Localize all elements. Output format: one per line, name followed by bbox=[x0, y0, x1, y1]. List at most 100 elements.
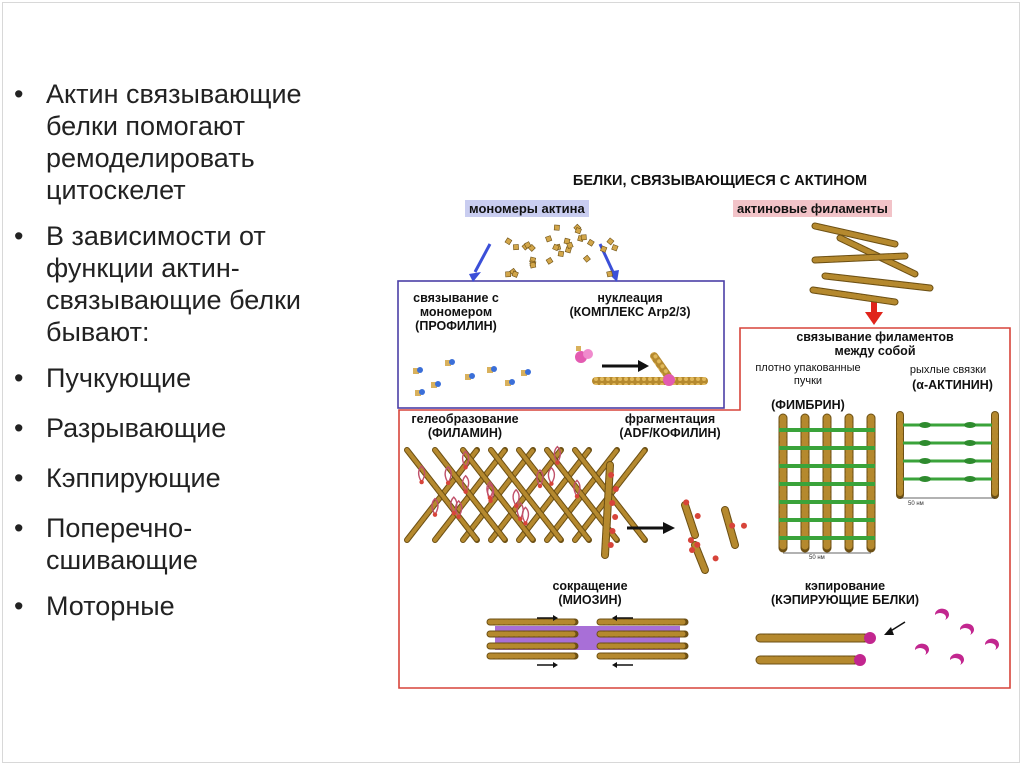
fragmentation-label: фрагментация (ADF/КОФИЛИН) bbox=[619, 412, 721, 440]
bullet-item: • Разрывающие bbox=[14, 412, 384, 444]
tight-bundles-label: плотно упакованные пучки bbox=[755, 362, 861, 387]
cofilin-molecule bbox=[694, 541, 701, 548]
filament-panel-frame bbox=[398, 327, 1011, 689]
alpha-actinin-head bbox=[919, 458, 931, 464]
blue-arrow bbox=[469, 243, 492, 282]
arrow-head bbox=[884, 627, 894, 635]
actin-monomer bbox=[445, 360, 451, 366]
actin-filament bbox=[809, 286, 899, 306]
profilin-molecule bbox=[435, 381, 441, 387]
filamin-molecule bbox=[417, 465, 426, 483]
profilin-molecule bbox=[449, 359, 455, 365]
cofilin-molecule bbox=[607, 542, 614, 548]
bullet-text: Пучкующие bbox=[46, 363, 192, 393]
bullet-marker: • bbox=[14, 463, 24, 493]
figure-drawing bbox=[397, 222, 1011, 689]
actin-monomer bbox=[505, 271, 512, 278]
filamin-end bbox=[445, 480, 451, 486]
filamin-molecule bbox=[461, 474, 470, 493]
arrow-head bbox=[663, 522, 675, 534]
cofilin-molecule bbox=[729, 522, 736, 529]
bullet-text: Поперечно- сшивающие bbox=[46, 513, 198, 575]
filamin-end bbox=[555, 460, 560, 465]
actin-monomer bbox=[606, 237, 615, 246]
filaments-tag: актиновые филаменты bbox=[733, 200, 892, 217]
nucleation-drawing bbox=[575, 346, 708, 386]
actin-monomer bbox=[582, 254, 591, 263]
monomer-binding-label: связывание с мономером (ПРОФИЛИН) bbox=[413, 291, 499, 333]
bullet-marker: • bbox=[14, 413, 24, 443]
actin-filament bbox=[691, 541, 709, 574]
filamin-molecule bbox=[431, 497, 439, 515]
actin-monomer bbox=[529, 261, 537, 269]
profilin-molecule bbox=[417, 367, 423, 373]
arrow-head bbox=[553, 662, 558, 668]
fimbrin-label: (ФИМБРИН) bbox=[771, 398, 845, 412]
filamin-end bbox=[517, 516, 523, 522]
actin-monomer bbox=[465, 374, 471, 380]
filamin-molecule bbox=[547, 466, 556, 485]
contraction-label: сокращение (МИОЗИН) bbox=[552, 579, 628, 607]
alpha-actinin-head bbox=[964, 440, 976, 446]
actin-monomer bbox=[586, 238, 595, 247]
capping-label: кэпирование (КЭПИРУЮЩИЕ БЕЛКИ) bbox=[770, 579, 920, 607]
bullet-marker: • bbox=[14, 79, 24, 109]
filamin-end bbox=[537, 483, 543, 489]
arrow-head bbox=[612, 662, 617, 668]
filamin-end bbox=[513, 503, 519, 508]
actin-monomer bbox=[563, 237, 571, 245]
filamin-end bbox=[463, 465, 468, 470]
actin-monomer bbox=[415, 390, 421, 396]
bullet-marker: • bbox=[14, 513, 24, 543]
filamin-end bbox=[456, 514, 461, 520]
actin-monomer bbox=[580, 234, 587, 241]
nucleation-label: нуклеация (КОМПЛЕКС Arp2/3) bbox=[569, 291, 691, 319]
bullet-item: • Актин связывающие белки помогают ремоде… bbox=[14, 78, 384, 206]
actin-monomer bbox=[606, 270, 613, 278]
scale-bar-label: 50 нм bbox=[809, 555, 825, 561]
filamin-molecule bbox=[444, 465, 452, 484]
bullet-marker: • bbox=[14, 221, 24, 251]
actin-monomer bbox=[552, 243, 560, 252]
actin-filament bbox=[516, 447, 592, 543]
filamin-molecule bbox=[512, 488, 520, 507]
scale-bar-label: 50 нм bbox=[908, 501, 924, 507]
capping-protein bbox=[864, 632, 876, 644]
actin-filament bbox=[821, 272, 934, 292]
cofilin-molecule bbox=[712, 555, 719, 562]
capping-drawing bbox=[755, 608, 999, 666]
capping-protein bbox=[854, 654, 866, 666]
capping-protein bbox=[984, 638, 999, 650]
cofilin-molecule bbox=[694, 512, 701, 519]
monomers-tag: мономеры актина bbox=[465, 200, 589, 217]
bullet-item: •Моторные bbox=[14, 590, 384, 622]
bullet-text: Разрывающие bbox=[46, 413, 227, 443]
bullet-item: • Поперечно- сшивающие bbox=[14, 512, 384, 576]
alpha-actinin-head bbox=[919, 440, 931, 446]
filamin-molecule bbox=[521, 506, 530, 524]
filamin-molecule bbox=[486, 480, 494, 499]
cofilin-molecule bbox=[612, 486, 619, 492]
gelation-label: гелеобразование (ФИЛАМИН) bbox=[411, 412, 519, 440]
myosin-contraction-drawing bbox=[486, 615, 689, 668]
filamin-end bbox=[419, 479, 424, 485]
alpha-actinin-label: (α-АКТИНИН) bbox=[912, 378, 993, 392]
actin-monomers-cluster bbox=[504, 223, 619, 278]
actin-filament bbox=[811, 252, 909, 264]
alpha-actinin-head bbox=[964, 476, 976, 482]
filamin-molecule bbox=[536, 469, 544, 487]
capping-protein bbox=[934, 608, 949, 620]
bullet-item: •В зависимости от функции актин- связыва… bbox=[14, 220, 384, 348]
bullet-marker: • bbox=[14, 591, 24, 621]
figure-title: БЕЛКИ, СВЯЗЫВАЮЩИЕСЯ С АКТИНОМ bbox=[572, 173, 868, 189]
filamin-molecule bbox=[553, 445, 562, 464]
profilin-molecule bbox=[509, 379, 515, 385]
cofilin-molecule bbox=[612, 514, 619, 520]
bullet-item: •Кэппирующие bbox=[14, 462, 384, 494]
profilin-molecule bbox=[469, 373, 475, 379]
bullet-text: Актин связывающие белки помогают ремодел… bbox=[46, 79, 302, 205]
filament-binding-label: связывание филаментов между собой bbox=[796, 330, 954, 358]
cofilin-molecule bbox=[689, 547, 696, 554]
alpha-actinin-head bbox=[919, 422, 931, 428]
